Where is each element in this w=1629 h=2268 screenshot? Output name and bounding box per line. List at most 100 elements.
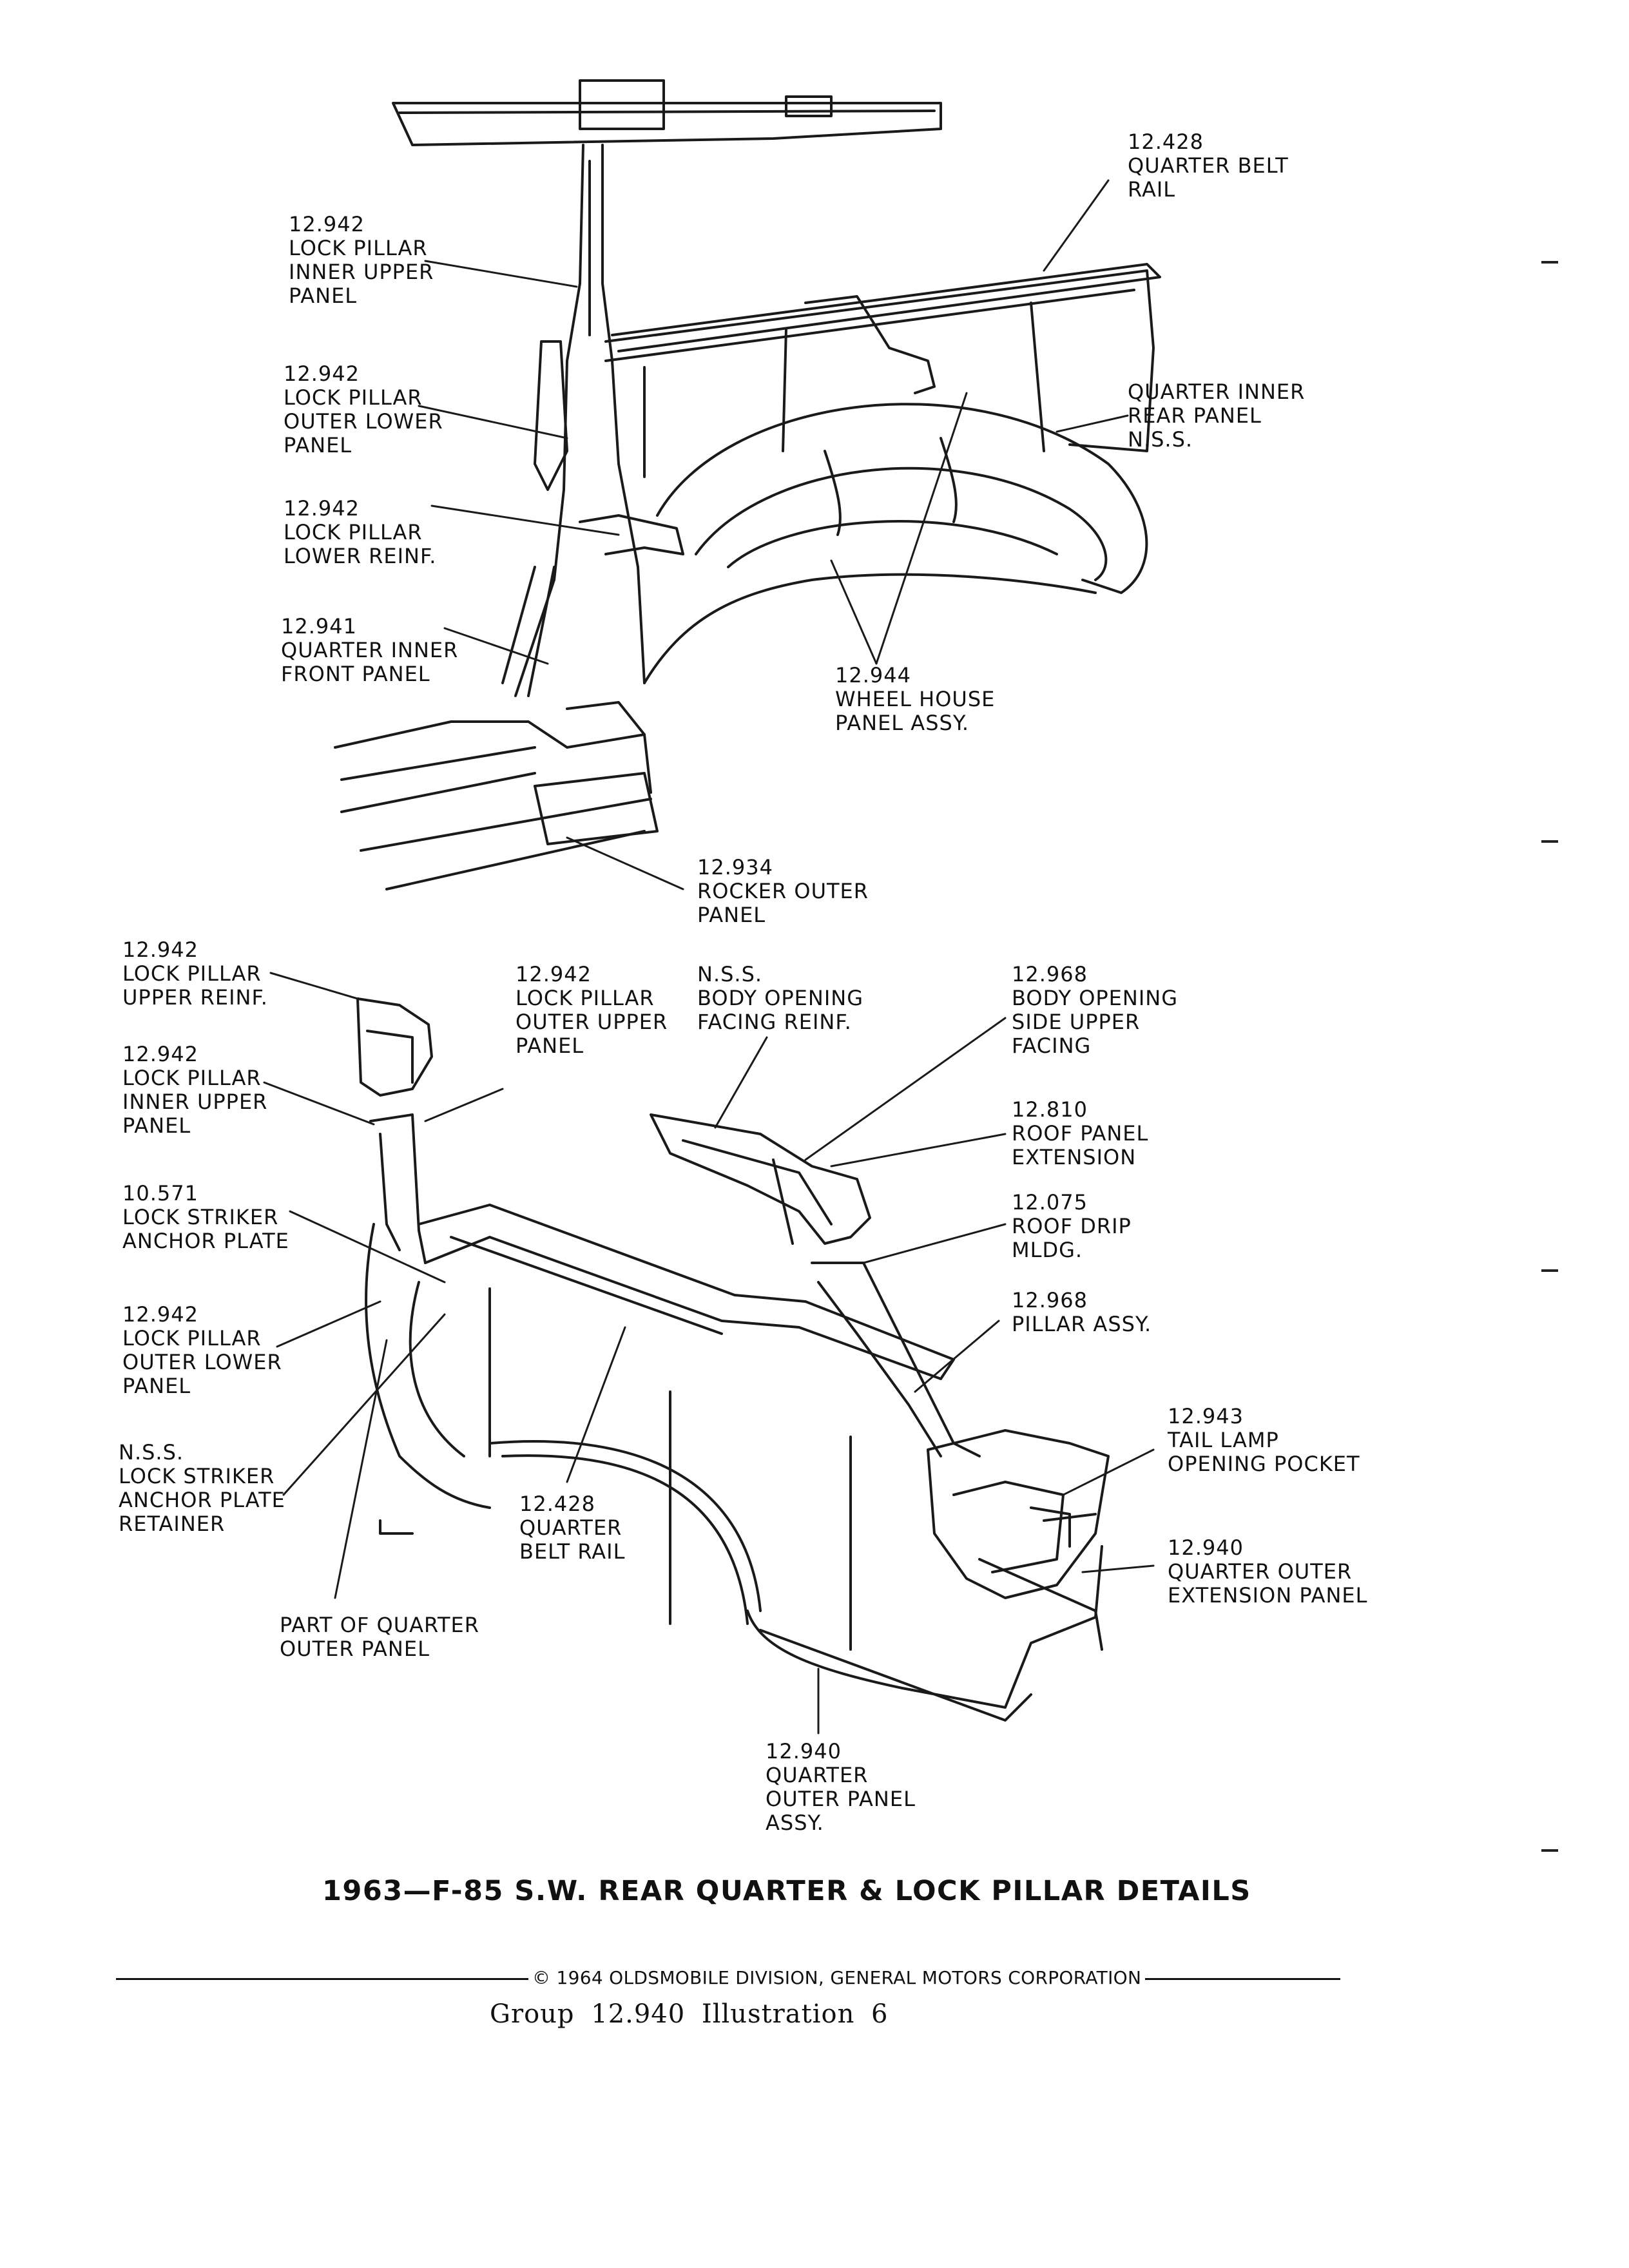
part-name-line: PANEL ASSY. bbox=[835, 711, 970, 735]
label-top-lock-pillar-inner-upper: 12.942 LOCK PILLAR INNER UPPER PANEL bbox=[289, 213, 434, 308]
copyright-text: © 1964 OLDSMOBILE DIVISION, GENERAL MOTO… bbox=[528, 1965, 1146, 1991]
part-name-line: LOCK PILLAR bbox=[122, 1066, 262, 1090]
part-name-line: LOCK STRIKER bbox=[122, 1205, 279, 1229]
part-number: 12.941 bbox=[281, 614, 357, 639]
part-number: 12.075 bbox=[1012, 1190, 1088, 1215]
label-bot-quarter-belt-rail: 12.428 QUARTER BELT RAIL bbox=[519, 1492, 625, 1564]
part-name-line: PART OF QUARTER bbox=[280, 1613, 479, 1637]
label-top-lock-pillar-lower-reinf: 12.942 LOCK PILLAR LOWER REINF. bbox=[284, 497, 436, 568]
part-name-line: QUARTER bbox=[766, 1763, 869, 1787]
part-number: 12.942 bbox=[516, 962, 592, 986]
part-number: 10.571 bbox=[122, 1181, 198, 1206]
label-bot-roof-drip: 12.075 ROOF DRIP MLDG. bbox=[1012, 1191, 1132, 1262]
label-top-wheel-house: 12.944 WHEEL HOUSE PANEL ASSY. bbox=[835, 664, 995, 735]
part-name-line: ROOF DRIP bbox=[1012, 1214, 1132, 1238]
label-bot-tail-lamp: 12.943 TAIL LAMP OPENING POCKET bbox=[1168, 1405, 1360, 1476]
part-name-line: WHEEL HOUSE bbox=[835, 687, 996, 711]
part-name-line: OPENING POCKET bbox=[1168, 1452, 1360, 1476]
part-name-line: MLDG. bbox=[1012, 1238, 1083, 1262]
part-name-line: INNER UPPER bbox=[289, 260, 434, 284]
label-top-rocker-outer: 12.934 ROCKER OUTER PANEL bbox=[697, 856, 869, 927]
label-bot-lock-pillar-outer-upper: 12.942 LOCK PILLAR OUTER UPPER PANEL bbox=[516, 963, 668, 1058]
part-number: N.S.S. bbox=[697, 962, 763, 986]
label-bot-lock-pillar-upper-reinf: 12.942 LOCK PILLAR UPPER REINF. bbox=[122, 938, 268, 1010]
label-bot-pillar-assy: 12.968 PILLAR ASSY. bbox=[1012, 1289, 1152, 1336]
part-name-line: QUARTER BELT bbox=[1128, 153, 1289, 178]
part-name-line: OUTER UPPER bbox=[516, 1010, 668, 1034]
part-name-line: QUARTER INNER bbox=[1128, 380, 1306, 404]
label-bot-lock-pillar-outer-lower: 12.942 LOCK PILLAR OUTER LOWER PANEL bbox=[122, 1303, 282, 1398]
part-name-line: BODY OPENING bbox=[1012, 986, 1178, 1010]
part-name-line: ANCHOR PLATE bbox=[119, 1488, 285, 1512]
bottom-assembly-drawing bbox=[356, 997, 1110, 1722]
part-name-line: SIDE UPPER bbox=[1012, 1010, 1141, 1034]
copyright-line: © 1964 OLDSMOBILE DIVISION, GENERAL MOTO… bbox=[116, 1965, 1340, 1991]
part-number: N.S.S. bbox=[119, 1440, 184, 1465]
label-top-quarter-belt-rail: 12.428 QUARTER BELT RAIL bbox=[1128, 130, 1289, 202]
part-name-line: PILLAR ASSY. bbox=[1012, 1312, 1152, 1336]
part-name-line: LOCK PILLAR bbox=[289, 236, 428, 260]
part-name-line: FACING REINF. bbox=[697, 1010, 852, 1034]
part-name-line: PANEL bbox=[284, 433, 352, 457]
part-name-line: LOCK PILLAR bbox=[122, 961, 262, 986]
part-name-line: OUTER LOWER bbox=[122, 1350, 282, 1374]
part-name-line: RETAINER bbox=[119, 1512, 226, 1536]
part-name-line: OUTER LOWER bbox=[284, 409, 443, 434]
margin-mark bbox=[1541, 840, 1558, 843]
leader-lines bbox=[263, 179, 1155, 1735]
part-number: 12.968 bbox=[1012, 962, 1088, 986]
part-name-line: QUARTER OUTER bbox=[1168, 1559, 1353, 1584]
part-name-line: PANEL bbox=[122, 1113, 191, 1138]
part-name-line: LOWER REINF. bbox=[284, 544, 437, 568]
part-name-line: BELT RAIL bbox=[519, 1539, 626, 1564]
part-number: 12.942 bbox=[284, 496, 360, 521]
part-number: 12.934 bbox=[697, 855, 773, 879]
part-number: 12.942 bbox=[289, 212, 365, 236]
part-number: 12.942 bbox=[122, 1302, 198, 1327]
part-name-line: ROCKER OUTER bbox=[697, 879, 869, 903]
part-name-line: FRONT PANEL bbox=[281, 662, 430, 686]
illustration-title: 1963—F-85 S.W. REAR QUARTER & LOCK PILLA… bbox=[322, 1875, 1251, 1907]
margin-mark bbox=[1541, 1849, 1558, 1852]
part-name-line: PANEL bbox=[122, 1374, 191, 1398]
part-name-line: INNER UPPER bbox=[122, 1090, 268, 1114]
label-bot-anchor-retainer: N.S.S. LOCK STRIKER ANCHOR PLATE RETAINE… bbox=[119, 1441, 285, 1536]
part-name-line: QUARTER bbox=[519, 1515, 622, 1540]
part-number: 12.810 bbox=[1012, 1097, 1088, 1122]
label-bot-part-of-quarter-outer: PART OF QUARTER OUTER PANEL bbox=[280, 1613, 479, 1661]
part-name-line: PANEL bbox=[516, 1033, 584, 1058]
part-name-line: BODY OPENING bbox=[697, 986, 863, 1010]
label-bot-quarter-outer-extension: 12.940 QUARTER OUTER EXTENSION PANEL bbox=[1168, 1536, 1367, 1608]
label-bot-body-opening-side-upper: 12.968 BODY OPENING SIDE UPPER FACING bbox=[1012, 963, 1178, 1058]
part-name-line: QUARTER INNER bbox=[281, 638, 459, 662]
part-number: 12.942 bbox=[122, 1042, 198, 1066]
part-name-line: ASSY. bbox=[766, 1811, 824, 1835]
margin-mark bbox=[1541, 261, 1558, 264]
part-number: 12.940 bbox=[766, 1739, 842, 1763]
part-name-line: ANCHOR PLATE bbox=[122, 1229, 289, 1253]
part-number: 12.942 bbox=[284, 361, 360, 386]
part-number: 12.942 bbox=[122, 937, 198, 962]
part-name-line: LOCK PILLAR bbox=[122, 1326, 262, 1350]
label-bot-lock-pillar-inner-upper: 12.942 LOCK PILLAR INNER UPPER PANEL bbox=[122, 1043, 267, 1138]
label-top-lock-pillar-outer-lower: 12.942 LOCK PILLAR OUTER LOWER PANEL bbox=[284, 362, 443, 457]
part-number: 12.968 bbox=[1012, 1288, 1088, 1312]
part-number: 12.944 bbox=[835, 663, 911, 687]
label-bot-quarter-outer-panel-assy: 12.940 QUARTER OUTER PANEL ASSY. bbox=[766, 1740, 916, 1835]
part-name-line: EXTENSION bbox=[1012, 1145, 1137, 1169]
part-name-line: LOCK PILLAR bbox=[516, 986, 655, 1010]
part-name-line: LOCK PILLAR bbox=[284, 520, 423, 544]
part-number: 12.940 bbox=[1168, 1535, 1244, 1560]
label-bot-body-opening-facing-reinf: N.S.S. BODY OPENING FACING REINF. bbox=[697, 963, 863, 1034]
part-name-line: OUTER PANEL bbox=[766, 1787, 916, 1811]
part-number: 12.428 bbox=[519, 1492, 595, 1516]
part-name-line: LOCK PILLAR bbox=[284, 385, 423, 410]
label-top-quarter-inner-front: 12.941 QUARTER INNER FRONT PANEL bbox=[281, 615, 458, 686]
part-name-line: FACING bbox=[1012, 1033, 1092, 1058]
label-bot-lock-striker-anchor: 10.571 LOCK STRIKER ANCHOR PLATE bbox=[122, 1182, 289, 1253]
label-top-quarter-inner-rear: QUARTER INNER REAR PANEL N.S.S. bbox=[1128, 380, 1305, 452]
group-illustration-caption: Group 12.940 Illustration 6 bbox=[490, 1999, 889, 2029]
part-name-line: OUTER PANEL bbox=[280, 1637, 430, 1661]
part-name-line: REAR PANEL bbox=[1128, 403, 1262, 428]
